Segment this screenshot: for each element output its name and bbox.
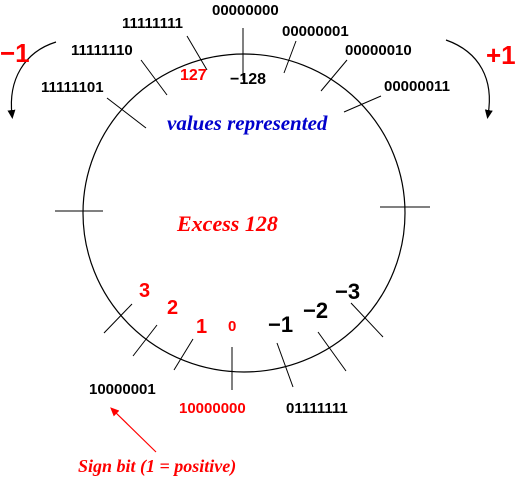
tick-minus1: [276, 342, 294, 388]
tick-minus3: [350, 302, 384, 338]
value-minus-3: −3: [335, 279, 360, 304]
label-00000010: 00000010: [345, 42, 412, 59]
leader-00000001: [283, 40, 297, 74]
label-10000000: 10000000: [179, 400, 246, 417]
sign-bit-arrow: [110, 407, 157, 453]
label-00000011: 00000011: [384, 78, 450, 95]
label-10000001: 10000001: [89, 381, 156, 398]
value-127: 127: [180, 67, 207, 84]
values-represented-label: values represented: [167, 111, 328, 135]
value-2: 2: [167, 297, 178, 319]
leader-11111110: [140, 59, 168, 96]
value-minus-1: −1: [268, 312, 293, 337]
value-minus-128: −128: [230, 71, 266, 88]
value-1: 1: [196, 316, 207, 338]
scheme-name-label: Excess 128: [176, 211, 278, 236]
tick-2: [132, 324, 158, 357]
label-01111111: 01111111: [286, 400, 348, 417]
number-circle: [82, 53, 406, 373]
label-11111110: 11111110: [71, 42, 133, 59]
minus-one-direction-label: −1: [0, 38, 30, 68]
leader-11111111: [186, 35, 208, 71]
tick-1: [173, 338, 194, 371]
label-00000000: 00000000: [212, 2, 279, 19]
right-direction-arrow: [445, 39, 493, 119]
leader-00000011: [343, 95, 382, 113]
label-11111111: 11111111: [122, 15, 183, 32]
plus-one-direction-label: +1: [486, 40, 516, 70]
value-minus-2: −2: [303, 298, 328, 323]
sign-bit-note: Sign bit (1 = positive): [78, 456, 236, 477]
label-11111101: 11111101: [41, 79, 104, 96]
label-00000001: 00000001: [282, 23, 349, 40]
value-0: 0: [228, 318, 236, 335]
leader-11111101: [106, 97, 147, 129]
value-3: 3: [139, 280, 150, 302]
left-direction-arrow: [7, 41, 57, 119]
leader-00000010: [320, 59, 348, 92]
tick-3: [103, 303, 133, 334]
tick-minus2: [317, 331, 347, 372]
